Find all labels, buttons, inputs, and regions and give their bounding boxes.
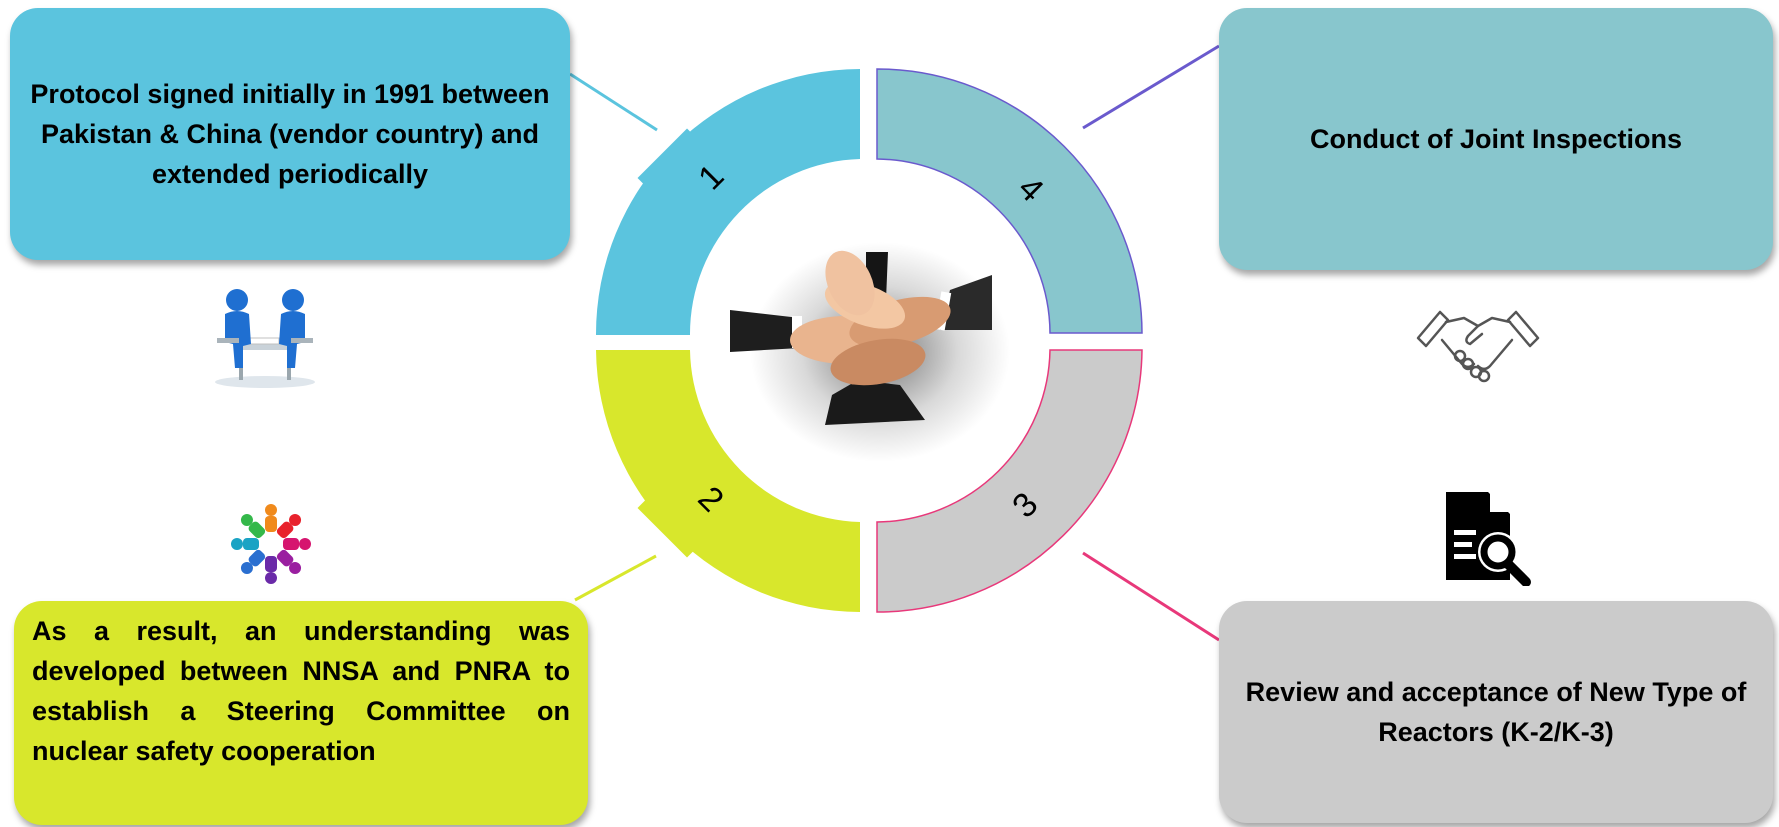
info-box-2-text: As a result, an understanding was develo… <box>32 611 570 771</box>
connector-line-4 <box>1083 46 1219 128</box>
connector-line-2 <box>575 556 656 600</box>
info-box-3: Review and acceptance of New Type of Rea… <box>1219 601 1773 823</box>
handshake-icon <box>1412 290 1544 390</box>
document-search-icon <box>1444 490 1540 586</box>
info-box-1-text: Protocol signed initially in 1991 betwee… <box>24 74 556 194</box>
connector-line-3 <box>1083 553 1219 640</box>
meeting-people-icon <box>205 282 325 392</box>
info-box-4: Conduct of Joint Inspections <box>1219 8 1773 270</box>
info-box-4-text: Conduct of Joint Inspections <box>1310 119 1682 159</box>
info-box-3-text: Review and acceptance of New Type of Rea… <box>1219 672 1773 752</box>
connector-line-1 <box>570 74 657 130</box>
team-circle-icon <box>226 496 316 592</box>
info-box-1: Protocol signed initially in 1991 betwee… <box>10 8 570 260</box>
info-box-2: As a result, an understanding was develo… <box>14 601 588 825</box>
